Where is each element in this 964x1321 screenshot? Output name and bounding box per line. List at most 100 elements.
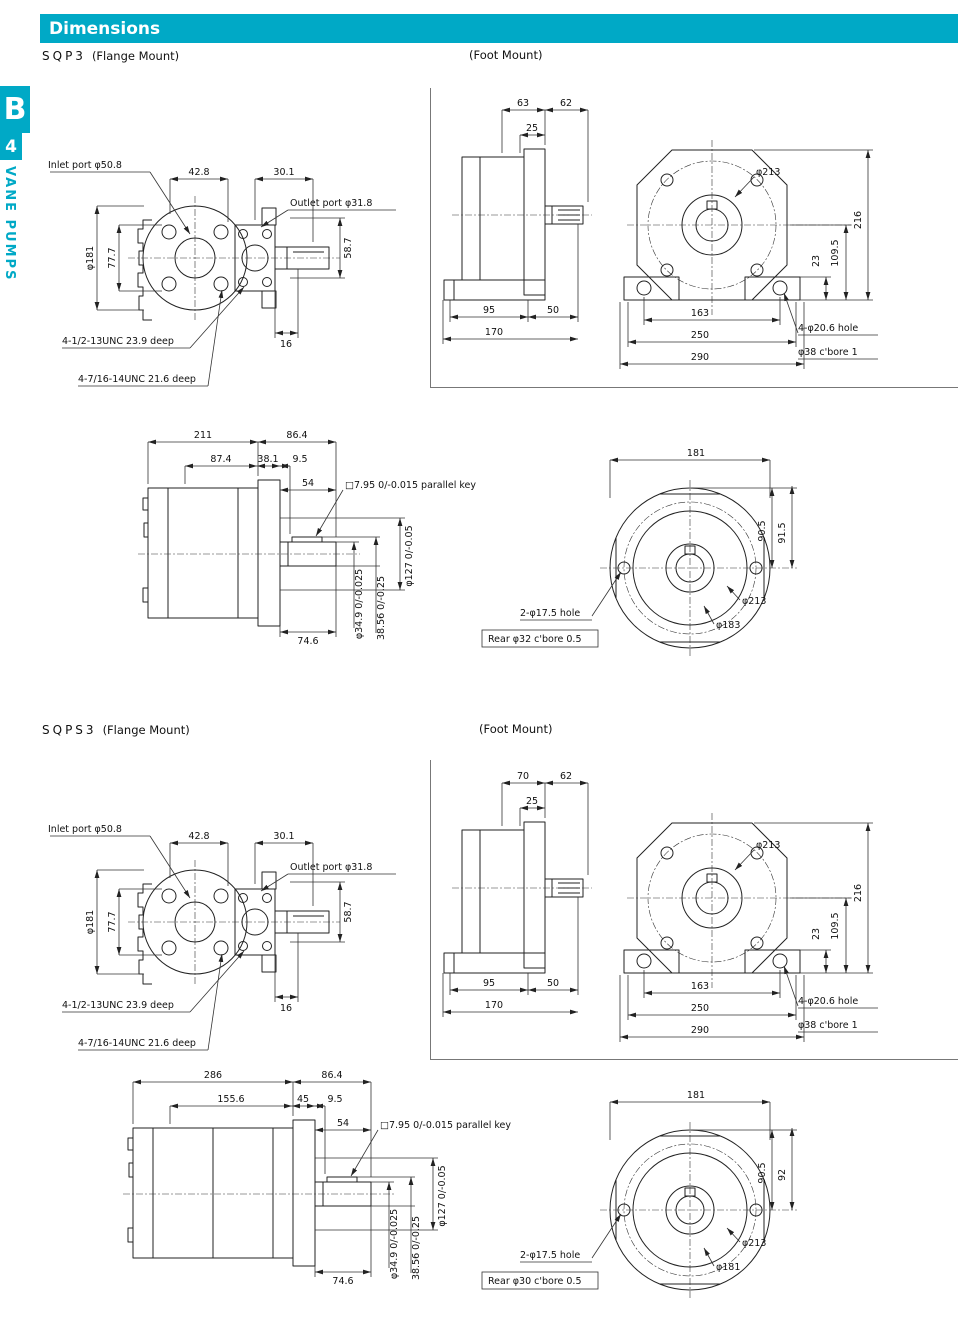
dim-dia-181: φ181 [85,910,96,934]
dim-c: 25 [526,796,538,807]
dim-16: 16 [280,339,292,350]
dim-l2: 38.1 [257,454,278,465]
dim-dia-34-9: φ34.9 0/-0.025 [354,569,365,639]
dim-54: 54 [302,478,314,489]
dim-l3: 9.5 [292,454,307,465]
dim-290: 290 [691,352,709,363]
dim-290: 290 [691,1025,709,1036]
dim-109-5: 109.5 [830,239,841,266]
dim-r2: 91.5 [777,522,788,543]
centerlines [452,140,852,315]
dim-216: 216 [853,211,864,229]
dim-dia-213: φ213 [756,167,780,178]
page-header-bar: Dimensions [40,14,958,43]
sqp3-foot-mount-label: (Foot Mount) [469,48,543,62]
dim-170: 170 [485,327,503,338]
foot-hole-note: 4-φ20.6 hole [798,323,858,334]
pump-outline [137,205,330,321]
dim-250: 250 [691,330,709,341]
foot-side-view [443,821,584,974]
dim-95: 95 [483,305,495,316]
dim-42-8: 42.8 [188,167,209,178]
unc-top-note: 4-1/2-13UNC 23.9 deep [62,1000,174,1011]
dim-54: 54 [337,1118,349,1129]
sqps3-model-label: SQPS3 [42,723,97,737]
rear-cbore-note: Rear φ32 c'bore 0.5 [488,634,582,645]
sqps3-foot-mount-label: (Foot Mount) [479,722,553,736]
pump-outline [137,869,330,985]
sqp3-foot-drawing: 63 62 25 95 50 170 φ213 216 109.5 23 163… [442,98,878,369]
dim-dia-pilot: φ183 [716,620,740,631]
sqps3-flange-title: SQPS3 (Flange Mount) [42,723,190,737]
dim-74-6: 74.6 [332,1276,353,1287]
section-tab-letter: B [0,86,30,133]
dim-163: 163 [691,308,709,319]
dim-50: 50 [547,978,559,989]
dim-58-7: 58.7 [343,237,354,258]
sqps3-rear-drawing: 181 90.5 92 φ213 φ181 2-φ17.5 hole Rear … [481,1090,797,1298]
section-tab-number: 4 [0,133,22,160]
sqp3-flange-mount-label: (Flange Mount) [91,49,180,63]
dim-dia-181: φ181 [85,246,96,270]
sqp3-flange-drawing: Inlet port φ50.8 42.8 30.1 Outlet port φ… [48,160,396,387]
dim-74-6: 74.6 [297,636,318,647]
dimension-lines [50,835,396,1051]
dim-dia-34-9: φ34.9 0/-0.025 [389,1209,400,1279]
dim-38-56: 38.56 0/-0.25 [411,1216,422,1280]
sidebar-vertical-label: VANE PUMPS [2,166,17,282]
dimension-lines [481,1099,797,1290]
dim-dia-pilot: φ181 [716,1262,740,1273]
dim-250: 250 [691,1003,709,1014]
parallel-key-note: □7.95 0/-0.015 parallel key [345,480,476,491]
dim-23: 23 [811,255,822,267]
dim-l1: 87.4 [210,454,231,465]
dimension-lines [50,171,396,387]
dim-50: 50 [547,305,559,316]
inlet-port-label: Inlet port φ50.8 [48,160,122,171]
sqp3-side-drawing: 211 86.4 87.4 38.1 9.5 54 □7.95 0/-0.015… [138,430,476,647]
sqp3-foot-title: (Foot Mount) [463,48,542,62]
dim-30-1: 30.1 [273,167,294,178]
foot-cbore-note: φ38 c'bore 1 [798,347,858,358]
dim-body-length: 286 [204,1070,222,1081]
dim-body-length: 211 [194,430,212,441]
parallel-key-note: □7.95 0/-0.015 parallel key [380,1120,511,1131]
centerlines [128,860,340,984]
dim-16: 16 [280,1003,292,1014]
sqp3-rear-drawing: 181 90.5 91.5 φ213 φ183 2-φ17.5 hole Rea… [481,448,797,656]
dimension-lines [442,780,878,1042]
dim-77-7: 77.7 [107,911,118,932]
pump-side-outline [142,479,337,627]
sqp3-flange-title: SQP3(Flange Mount) [42,49,179,63]
dim-dia-213: φ213 [742,1238,766,1249]
dim-58-7: 58.7 [343,901,354,922]
dim-l2: 45 [297,1094,309,1105]
dim-dia-213: φ213 [756,840,780,851]
centerlines [128,196,340,320]
holes-note: 2-φ17.5 hole [520,608,580,619]
sqps3-foot-drawing: 70 62 25 95 50 170 φ213 216 109.5 23 163… [442,771,878,1042]
sqps3-foot-title: (Foot Mount) [473,722,552,736]
dimension-lines [147,439,405,637]
unc-top-note: 4-1/2-13UNC 23.9 deep [62,336,174,347]
dim-77-7: 77.7 [107,247,118,268]
dimension-lines [132,1079,438,1277]
dim-r2: 92 [777,1169,788,1181]
sqp3-foot-frame [430,88,958,388]
dim-90-5: 90.5 [757,520,768,541]
dim-109-5: 109.5 [830,912,841,939]
dim-95: 95 [483,978,495,989]
dim-181: 181 [687,448,705,459]
centerlines [600,1122,797,1298]
sqps3-flange-mount-label: (Flange Mount) [102,723,190,737]
dim-b: 62 [560,771,572,782]
dim-a: 70 [517,771,529,782]
unc-bottom-note: 4-7/16-14UNC 21.6 deep [78,374,196,385]
sqps3-side-drawing: 286 86.4 155.6 45 9.5 54 □7.95 0/-0.015 … [123,1070,511,1287]
dim-dia-127: φ127 0/-0.05 [437,1165,448,1226]
sqps3-flange-drawing: Inlet port φ50.8 42.8 30.1 Outlet port φ… [48,824,396,1051]
holes-note: 2-φ17.5 hole [520,1250,580,1261]
dimension-lines [481,457,797,648]
dimension-lines [442,107,878,369]
dim-90-5: 90.5 [757,1162,768,1183]
